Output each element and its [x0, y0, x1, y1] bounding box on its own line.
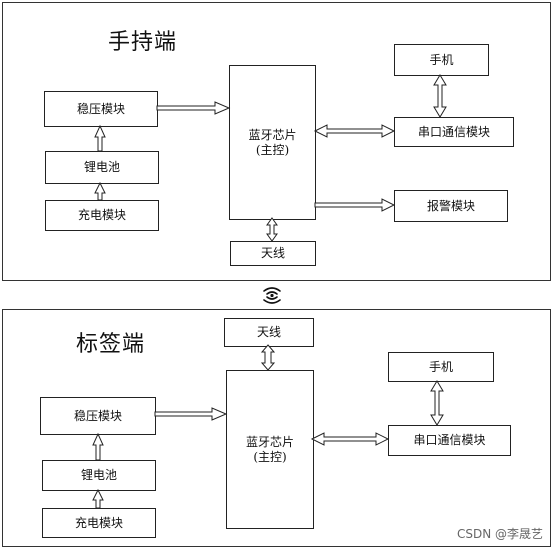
handheld-title: 手持端	[108, 30, 178, 55]
tag-bluetooth-chip: 蓝牙芯片 (主控)	[226, 370, 314, 529]
handheld-chip-antenna-arrow	[266, 217, 278, 242]
handheld-phone-box: 手机	[394, 44, 489, 76]
tag-serial-box: 串口通信模块	[388, 425, 511, 456]
handheld-chip-serial-arrow	[313, 124, 396, 138]
handheld-charger-to-battery-arrow	[94, 181, 106, 201]
handheld-regulator-box: 稳压模块	[44, 91, 158, 127]
tag-regulator-box: 稳压模块	[40, 397, 156, 435]
tag-phone-serial-arrow	[430, 380, 444, 426]
handheld-chip-sublabel: (主控)	[255, 142, 290, 157]
tag-chip-sublabel: (主控)	[253, 449, 287, 464]
handheld-alarm-box: 报警模块	[394, 190, 508, 222]
handheld-bluetooth-chip: 蓝牙芯片 (主控)	[229, 65, 316, 220]
handheld-phone-serial-arrow	[433, 74, 447, 118]
watermark: CSDN @李晟艺	[456, 527, 543, 541]
handheld-battery-to-regulator-arrow	[94, 124, 106, 152]
tag-antenna-chip-arrow	[260, 344, 276, 371]
handheld-charger-box: 充电模块	[45, 200, 159, 231]
handheld-chip-to-alarm-arrow	[314, 198, 396, 212]
tag-regulator-to-chip-arrow	[154, 407, 228, 421]
handheld-serial-box: 串口通信模块	[394, 117, 514, 147]
tag-charger-to-battery-arrow	[92, 488, 104, 509]
wireless-signal-icon	[263, 287, 281, 304]
tag-charger-box: 充电模块	[42, 508, 156, 538]
tag-phone-box: 手机	[388, 352, 494, 382]
tag-title: 标签端	[76, 332, 146, 357]
tag-battery-to-regulator-arrow	[92, 432, 104, 461]
tag-chip-label: 蓝牙芯片	[245, 435, 294, 450]
handheld-chip-label: 蓝牙芯片	[248, 128, 297, 143]
handheld-regulator-to-chip-arrow	[156, 101, 231, 115]
handheld-antenna-box: 天线	[230, 241, 316, 266]
tag-battery-box: 锂电池	[42, 460, 156, 491]
tag-chip-serial-arrow	[310, 432, 390, 446]
